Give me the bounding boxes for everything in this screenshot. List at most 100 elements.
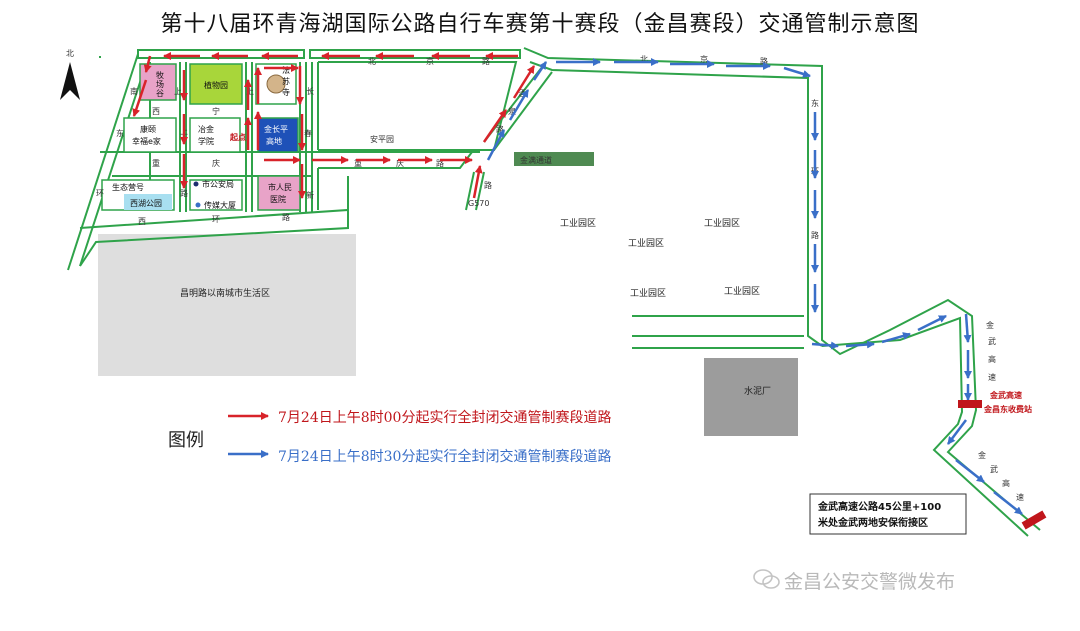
north-road-6: 路 [760, 56, 768, 66]
fasu-3: 寺 [282, 88, 290, 97]
zhiwuyuan-label: 植物园 [204, 80, 228, 90]
chang-label: 长 [306, 86, 314, 96]
h3-2: 庆 [396, 158, 404, 168]
start-point-label: 起点 [229, 132, 246, 142]
left-col-3: 东 [116, 128, 124, 138]
g570-label: G570 [468, 199, 489, 208]
jinman-label: 金满通道 [520, 155, 552, 165]
renmin-block [257, 175, 301, 211]
pagoda-icon [266, 74, 286, 94]
watermark: 金昌公安交警微发布 [784, 571, 956, 593]
mid2-col-1: 上 [246, 87, 254, 96]
jinwu-up-2: 武 [988, 336, 996, 346]
kangzhi-1: 康颐 [140, 124, 156, 134]
blue-arrow [963, 313, 972, 343]
jinman-passage [514, 152, 594, 166]
jinchang-2: 高地 [266, 136, 282, 146]
handover-line-2: 米处金武两地安保衔接区 [818, 516, 928, 529]
north-road-2: 京 [426, 56, 434, 66]
legend-red-text: 7月24日上午8时00分起实行全封闭交通管制赛段道路 [278, 410, 612, 426]
poi-a-2: 场 [156, 80, 164, 89]
jinwu-up-1: 金 [986, 320, 994, 330]
north-arrow-icon [60, 62, 80, 100]
blue-arrow [917, 314, 947, 332]
red-arrow [512, 65, 536, 99]
industry-5: 工业园区 [724, 286, 760, 297]
jiuquan-2: 泉 [508, 106, 516, 116]
red-arrow [132, 79, 148, 117]
industry-3: 工业园区 [628, 238, 664, 249]
map-title: 第十八届环青海湖国际公路自行车赛第十赛段（金昌赛段）交通管制示意图 [160, 12, 920, 37]
h4-1: 西 [138, 217, 146, 226]
blue-arrow [811, 341, 839, 350]
legend-blue-text: 7月24日上午8时30分起实行全封闭交通管制赛段道路 [278, 449, 612, 465]
south-city-block [98, 234, 356, 376]
zhiwuyuan-block [189, 63, 243, 105]
jinchang-1: 金长平 [264, 124, 288, 134]
east-road-1: 东 [811, 98, 819, 108]
north-road-5: 京 [700, 54, 708, 64]
xihu-block [124, 194, 172, 210]
handover-box [809, 493, 967, 535]
h2-2: 庆 [212, 158, 220, 168]
left-col-2: 上 [174, 87, 182, 96]
h1-1: 西 [152, 107, 160, 116]
poi-a-3: 谷 [156, 89, 164, 98]
north-road-1: 北 [368, 57, 376, 66]
left-col-4: 环 [96, 189, 104, 198]
mid-col-2: 路 [180, 188, 188, 198]
h3-1: 重 [354, 158, 362, 168]
poi-a-1: 牧 [156, 70, 164, 80]
jinwu-up-4: 速 [988, 373, 996, 382]
xihu-label: 西湖公园 [130, 199, 162, 208]
red-arrow [472, 165, 483, 199]
left-col-1: 南 [130, 86, 138, 96]
industry-1: 工业园区 [560, 218, 596, 229]
fasu-1: 法 [282, 65, 290, 75]
toll-label-1: 金武高速 [989, 390, 1022, 400]
h3-3: 路 [436, 158, 444, 168]
jinwu-low-3: 高 [1002, 478, 1010, 488]
east-road-3: 路 [811, 230, 819, 240]
blue-arrow [783, 66, 811, 78]
xin-label: 新 [306, 190, 314, 200]
legend-title: 图例 [168, 430, 204, 451]
h2-1: 重 [152, 158, 160, 168]
wechat-icon [753, 569, 780, 589]
cement-block [704, 358, 798, 436]
red-arrow [482, 109, 508, 143]
h1-2: 宁 [212, 106, 220, 116]
yejin-2: 学院 [198, 136, 214, 146]
toll-barrier [958, 400, 982, 408]
media-dot-icon [195, 202, 201, 208]
jinwu-low-4: 速 [1016, 493, 1024, 502]
yejin-block [189, 117, 241, 153]
h4-3: 路 [282, 212, 290, 222]
chun-label: 春 [304, 128, 312, 138]
red-arrow [143, 55, 152, 73]
kangzhi-block [123, 117, 177, 153]
kangzhi-2: 幸福e家 [132, 136, 161, 146]
red-route [132, 52, 536, 199]
road-network [67, 47, 1041, 537]
industry-2: 工业园区 [704, 218, 740, 229]
police-dot-icon [193, 181, 199, 187]
blue-arrow [947, 419, 967, 445]
cement-label: 水泥厂 [744, 385, 771, 397]
blue-arrow [532, 61, 548, 81]
handover-barrier [1021, 510, 1047, 530]
jinwu-low-1: 金 [978, 450, 986, 460]
renmin-1: 市人民 [268, 182, 292, 192]
compass-label: 北 [66, 49, 74, 58]
toll-label-2: 金昌东收费站 [983, 404, 1032, 414]
jinwu-up-3: 高 [988, 354, 996, 364]
jiuquan-3: 路 [496, 124, 504, 134]
blue-arrow [508, 89, 530, 121]
chuanmei-label: 传媒大厦 [204, 200, 236, 210]
renmin-2: 医院 [270, 194, 286, 204]
blue-arrow [845, 340, 875, 349]
north-road-4: 北 [640, 55, 648, 64]
jinchang-block [257, 117, 299, 153]
blue-arrow [993, 491, 1023, 515]
